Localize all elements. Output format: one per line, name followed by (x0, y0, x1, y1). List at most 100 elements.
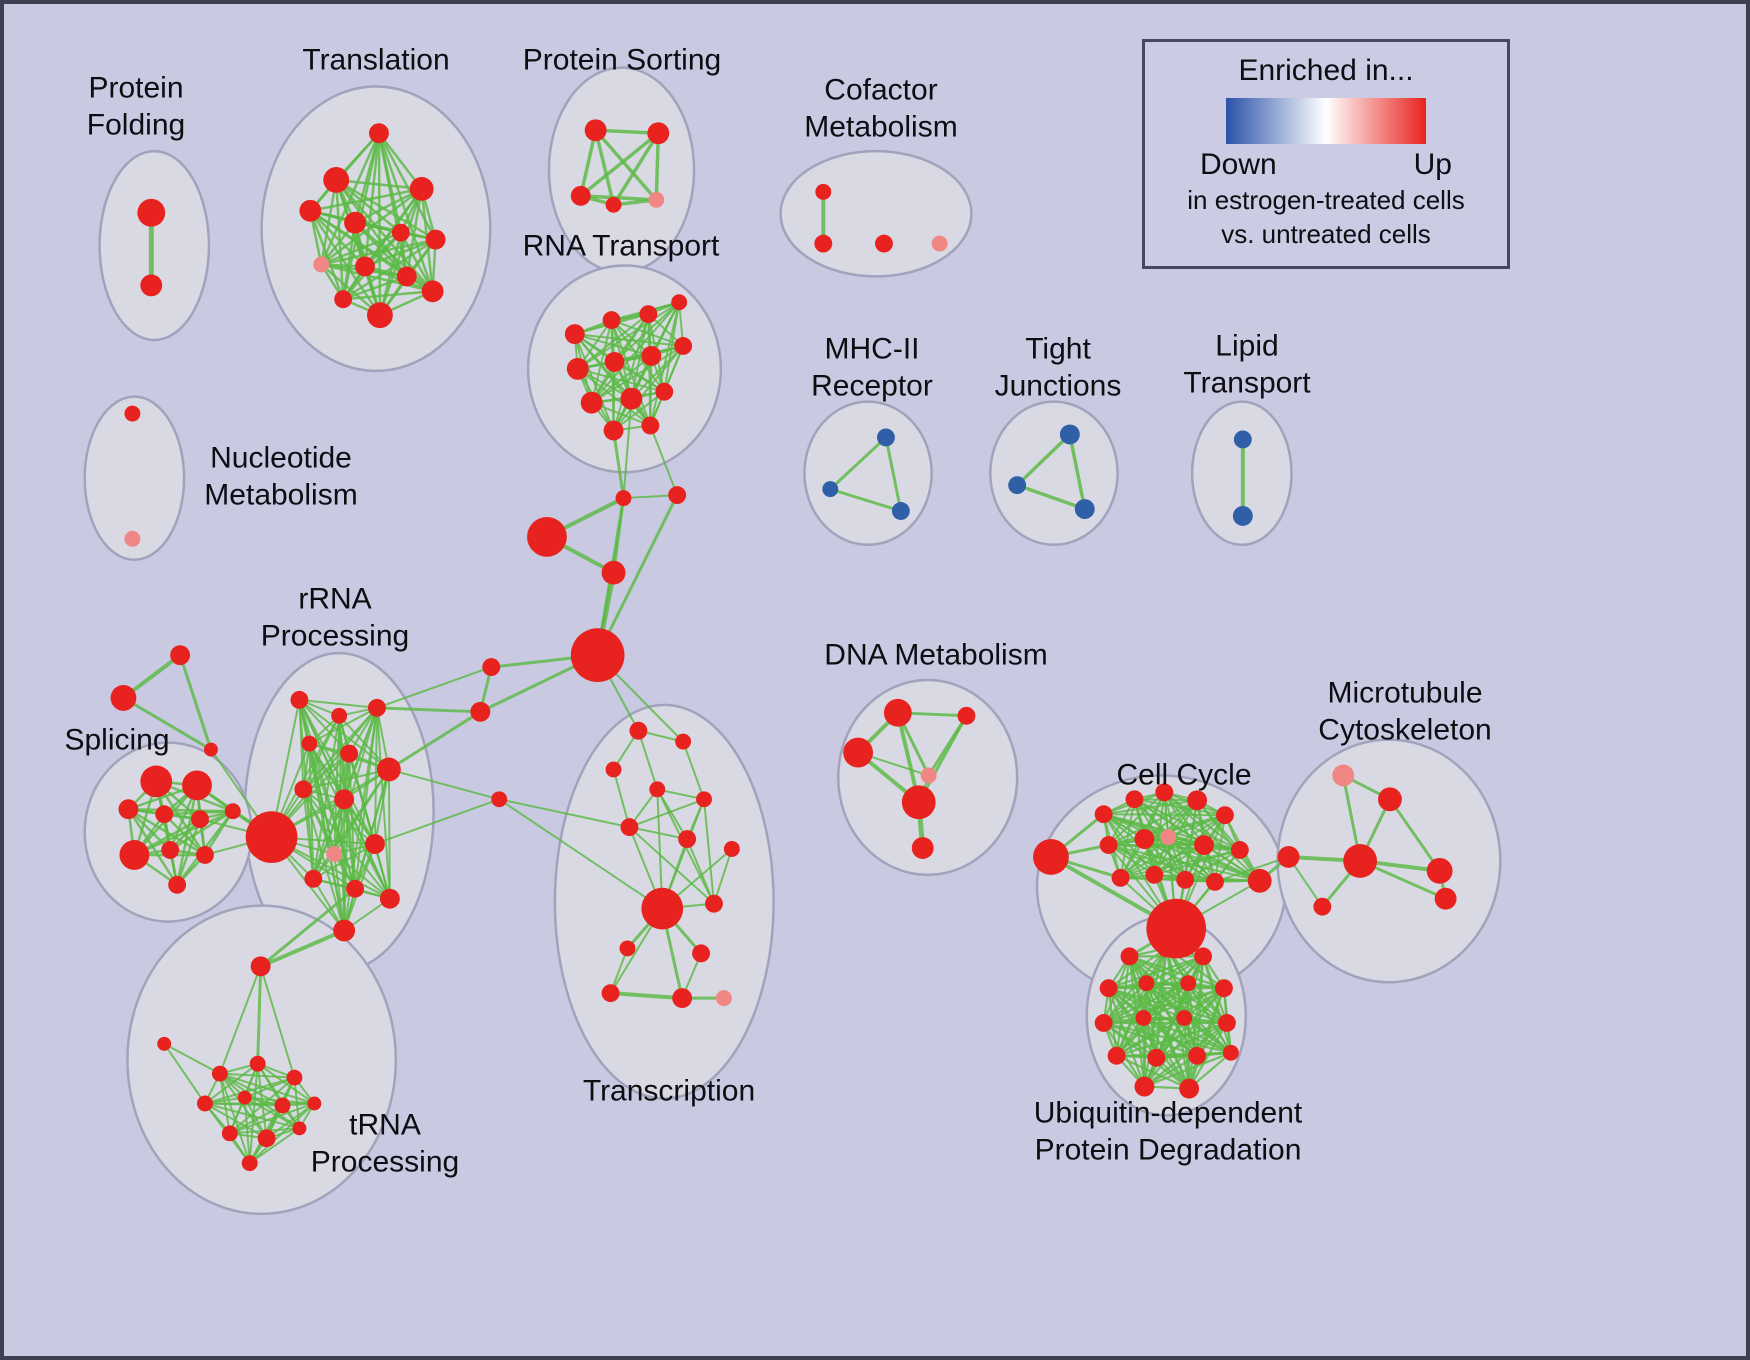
node-mt4[interactable] (1343, 844, 1378, 878)
node-cc15[interactable] (1206, 872, 1224, 891)
node-tx10[interactable] (705, 894, 723, 913)
node-cf1[interactable] (815, 183, 832, 200)
node-mt7[interactable] (1313, 897, 1332, 916)
node-rt1[interactable] (564, 324, 585, 344)
node-hub[interactable] (570, 628, 625, 682)
node-tb5[interactable] (237, 1090, 252, 1105)
node-rr8[interactable] (334, 789, 355, 810)
node-rt6[interactable] (604, 351, 625, 372)
node-ub2[interactable] (1157, 939, 1176, 958)
node-t9[interactable] (355, 256, 375, 277)
node-sp7[interactable] (119, 840, 150, 870)
node-tx6[interactable] (620, 818, 639, 837)
node-nm1[interactable] (124, 405, 141, 422)
node-c6[interactable] (482, 658, 501, 677)
node-ps2[interactable] (647, 122, 670, 145)
node-rt3[interactable] (639, 305, 658, 324)
node-ub10[interactable] (1176, 1010, 1193, 1026)
node-ub13[interactable] (1147, 1048, 1166, 1067)
node-ub1[interactable] (1120, 947, 1139, 966)
node-rt8[interactable] (674, 337, 693, 355)
node-mh2[interactable] (822, 481, 839, 498)
node-dm4[interactable] (920, 767, 937, 784)
node-tb2[interactable] (249, 1055, 266, 1072)
node-dm1[interactable] (883, 698, 912, 727)
node-t3[interactable] (409, 176, 434, 201)
node-rt2[interactable] (602, 311, 621, 330)
node-cc12[interactable] (1111, 868, 1130, 887)
node-rr15[interactable] (333, 919, 356, 942)
node-t12[interactable] (367, 302, 393, 329)
node-ub14[interactable] (1188, 1046, 1207, 1065)
node-cc8[interactable] (1134, 829, 1155, 849)
node-ch2[interactable] (668, 486, 687, 505)
node-cc10[interactable] (1194, 835, 1214, 855)
node-tj1[interactable] (1059, 424, 1080, 445)
node-tb9[interactable] (257, 1129, 276, 1148)
node-rt10[interactable] (620, 387, 643, 410)
node-cc9[interactable] (1160, 829, 1177, 846)
node-ub15[interactable] (1222, 1044, 1239, 1061)
node-pf2[interactable] (140, 274, 163, 297)
node-t4[interactable] (299, 199, 322, 222)
node-ub3[interactable] (1194, 947, 1213, 966)
node-tx3[interactable] (605, 761, 622, 778)
node-dm3[interactable] (843, 737, 874, 768)
node-tx8[interactable] (723, 841, 740, 857)
node-tr2[interactable] (110, 684, 137, 711)
node-ch4[interactable] (601, 560, 626, 585)
node-t11[interactable] (421, 280, 444, 303)
node-t8[interactable] (313, 256, 330, 273)
node-lt2[interactable] (1232, 506, 1253, 526)
node-mt5[interactable] (1426, 857, 1453, 884)
node-ps5[interactable] (648, 191, 665, 208)
node-rr13[interactable] (346, 879, 365, 898)
node-ub16[interactable] (1134, 1076, 1155, 1097)
node-cc2[interactable] (1094, 805, 1113, 824)
node-rr7[interactable] (294, 780, 313, 799)
node-mh1[interactable] (876, 428, 895, 447)
node-rr4[interactable] (301, 735, 318, 752)
node-tr3[interactable] (203, 742, 218, 757)
node-rr10[interactable] (326, 846, 343, 862)
node-tb1[interactable] (211, 1065, 228, 1082)
node-sp8[interactable] (161, 841, 180, 859)
node-rt9[interactable] (580, 391, 603, 414)
node-ub7[interactable] (1214, 979, 1233, 998)
node-tx2[interactable] (675, 733, 692, 750)
node-mt1[interactable] (1332, 764, 1355, 787)
node-tx13[interactable] (601, 984, 620, 1003)
node-tb7[interactable] (307, 1096, 322, 1111)
node-dm5[interactable] (901, 785, 936, 820)
node-ch1[interactable] (615, 490, 632, 507)
node-rr12[interactable] (304, 869, 323, 888)
node-dm6[interactable] (911, 837, 934, 859)
node-ub11[interactable] (1217, 1014, 1236, 1032)
node-dm2[interactable] (957, 706, 976, 725)
node-tj2[interactable] (1008, 476, 1027, 495)
node-mh3[interactable] (891, 502, 910, 520)
node-rt11[interactable] (655, 382, 674, 401)
node-cc17[interactable] (1247, 868, 1272, 893)
node-ub17[interactable] (1179, 1078, 1200, 1099)
node-cc4[interactable] (1155, 783, 1174, 802)
node-c8[interactable] (491, 791, 508, 808)
node-rr11[interactable] (365, 834, 385, 854)
node-cf4[interactable] (931, 235, 948, 252)
node-rr5[interactable] (340, 744, 359, 763)
node-cc7[interactable] (1099, 836, 1118, 854)
node-tx11[interactable] (619, 940, 636, 957)
node-lt1[interactable] (1233, 430, 1252, 449)
node-rt13[interactable] (641, 416, 660, 435)
node-sp10[interactable] (168, 875, 187, 894)
node-tn1[interactable] (250, 956, 271, 977)
node-sp2[interactable] (182, 770, 212, 801)
node-rt12[interactable] (603, 420, 624, 441)
node-tn2[interactable] (157, 1036, 172, 1051)
node-ub9[interactable] (1135, 1010, 1152, 1026)
node-tx5[interactable] (696, 791, 712, 808)
node-cc13[interactable] (1145, 865, 1164, 884)
node-ub12[interactable] (1107, 1046, 1126, 1065)
node-tx7[interactable] (678, 830, 697, 849)
node-ps1[interactable] (584, 119, 607, 142)
